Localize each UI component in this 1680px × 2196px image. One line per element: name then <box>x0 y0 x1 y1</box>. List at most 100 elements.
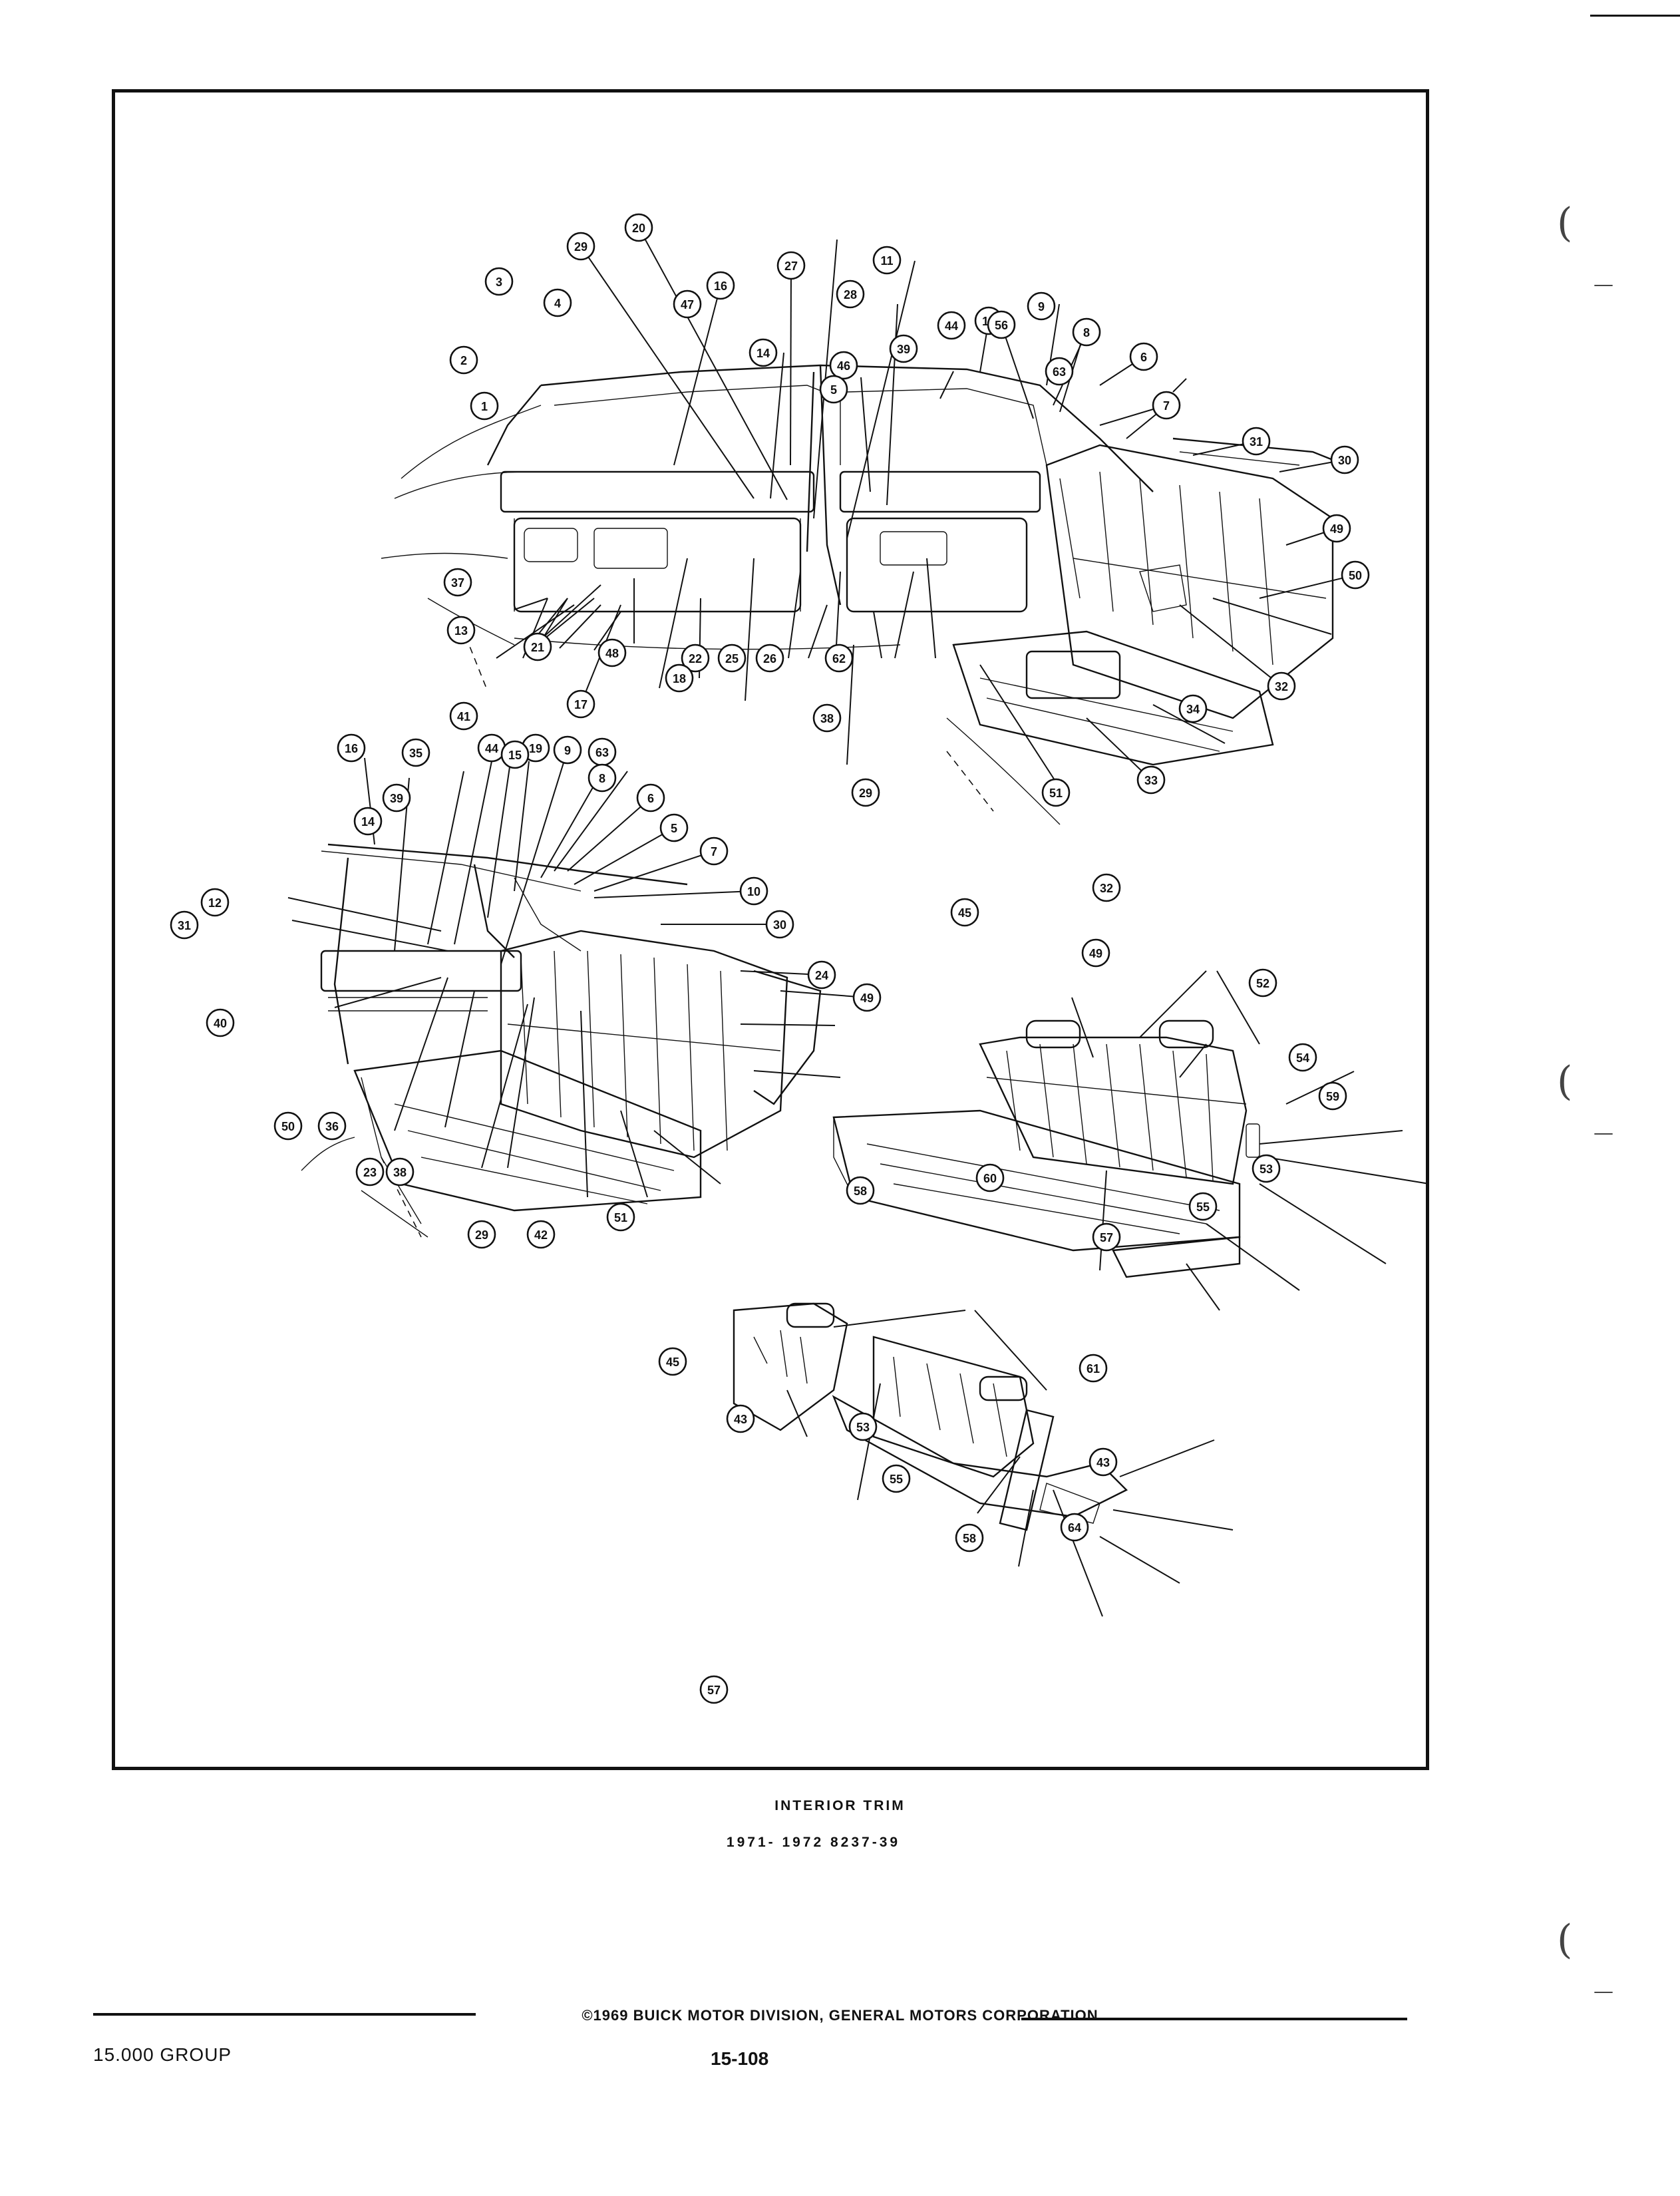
callout-circle <box>1129 342 1158 371</box>
callout-number: 58 <box>963 1532 976 1545</box>
callout-circle <box>975 1163 1005 1192</box>
callout-number: 55 <box>890 1473 903 1486</box>
callout-58: 58 <box>846 1176 875 1205</box>
callout-number: 63 <box>1053 365 1066 379</box>
footer-rule-right <box>1021 2018 1407 2020</box>
callout-number: 57 <box>707 1684 721 1697</box>
callout-number: 50 <box>281 1120 295 1133</box>
callout-circle <box>836 279 865 309</box>
callout-39: 39 <box>889 334 918 363</box>
callout-circle <box>955 1523 984 1553</box>
callout-number: 16 <box>714 279 727 293</box>
callout-number: 49 <box>1330 522 1343 536</box>
callout-63: 63 <box>1045 357 1074 386</box>
callout-circle <box>317 1111 347 1141</box>
callout-circle <box>937 311 966 340</box>
callout-number: 23 <box>363 1166 377 1179</box>
callout-number: 44 <box>945 319 958 333</box>
callout-31: 31 <box>170 910 199 940</box>
callout-number: 35 <box>409 747 422 760</box>
callout-33: 33 <box>1136 765 1166 795</box>
callout-number: 13 <box>454 624 468 638</box>
callout-circle <box>273 1111 303 1141</box>
callout-circle <box>449 345 478 375</box>
callout-53: 53 <box>1252 1154 1281 1183</box>
callout-circle <box>606 1202 635 1232</box>
callout-number: 37 <box>451 576 464 590</box>
callout-number: 6 <box>1140 351 1147 364</box>
callout-circle <box>776 251 806 280</box>
callout-number: 10 <box>747 885 760 898</box>
callout-circle <box>889 334 918 363</box>
callout-number: 7 <box>1163 399 1170 413</box>
callout-number: 33 <box>1144 774 1158 787</box>
callout-59: 59 <box>1318 1081 1347 1111</box>
callout-number: 36 <box>325 1120 339 1133</box>
callout-circle <box>717 643 747 673</box>
callout-57: 57 <box>1092 1222 1121 1252</box>
callout-number: 18 <box>673 672 686 685</box>
callout-29: 29 <box>566 232 595 261</box>
callout-37: 37 <box>443 568 472 597</box>
callout-30: 30 <box>1330 445 1359 474</box>
callout-29: 29 <box>851 778 880 807</box>
callout-55: 55 <box>1188 1192 1218 1221</box>
callout-circle <box>1267 671 1296 701</box>
diagram-frame: 2029162711344728155691446394463826517313… <box>112 89 1429 1770</box>
callout-number: 44 <box>485 742 498 755</box>
callout-number: 53 <box>856 1421 870 1434</box>
callout-21: 21 <box>523 632 552 661</box>
callout-number: 62 <box>832 652 846 665</box>
callout-5: 5 <box>819 375 848 404</box>
callout-circle <box>749 338 778 367</box>
callout-circle <box>1330 445 1359 474</box>
callout-number: 19 <box>529 742 542 755</box>
callout-number: 50 <box>1349 569 1362 582</box>
callout-circle <box>470 391 499 421</box>
margin-mark: — <box>1594 1121 1613 1145</box>
callout-8: 8 <box>588 763 617 793</box>
callout-circle <box>726 1404 755 1433</box>
callout-circle <box>1041 778 1071 807</box>
callout-circle <box>658 1347 687 1376</box>
callout-circle <box>829 351 858 380</box>
callout-number: 7 <box>711 845 717 858</box>
callout-circle <box>851 778 880 807</box>
callout-2: 2 <box>449 345 478 375</box>
callout-22: 22 <box>681 643 710 673</box>
callout-10: 10 <box>739 876 768 906</box>
callout-number: 34 <box>1186 703 1200 716</box>
callout-circle <box>484 267 514 296</box>
callout-circle <box>1045 357 1074 386</box>
callout-circle <box>739 876 768 906</box>
callout-circle <box>987 310 1016 339</box>
callout-number: 30 <box>773 918 786 932</box>
callout-circle <box>1081 938 1110 968</box>
callout-circle <box>950 898 979 927</box>
callout-14: 14 <box>749 338 778 367</box>
margin-mark: ( <box>1557 1917 1573 1963</box>
callout-13: 13 <box>446 616 476 645</box>
callout-number: 14 <box>361 815 375 828</box>
margin-mark: — <box>1594 1980 1613 2003</box>
callout-number: 1 <box>481 400 488 413</box>
footer-page-number: 15-108 <box>711 2048 769 2069</box>
callout-47: 47 <box>673 289 702 319</box>
callout-44: 44 <box>937 311 966 340</box>
callout-number: 22 <box>689 652 702 665</box>
callout-8: 8 <box>1072 317 1101 347</box>
callout-circle <box>443 568 472 597</box>
callout-circle <box>526 1220 556 1249</box>
callout-circle <box>446 616 476 645</box>
callout-number: 43 <box>734 1413 747 1426</box>
callout-circle <box>765 910 794 939</box>
callout-number: 61 <box>1087 1362 1100 1375</box>
callout-circle <box>170 910 199 940</box>
callout-26: 26 <box>755 643 784 673</box>
callout-circle <box>706 271 735 300</box>
footer-group: 15.000 GROUP <box>93 2044 232 2065</box>
callout-56: 56 <box>987 310 1016 339</box>
callout-number: 2 <box>460 354 467 367</box>
callout-number: 45 <box>958 906 971 920</box>
callout-circle <box>872 246 902 275</box>
